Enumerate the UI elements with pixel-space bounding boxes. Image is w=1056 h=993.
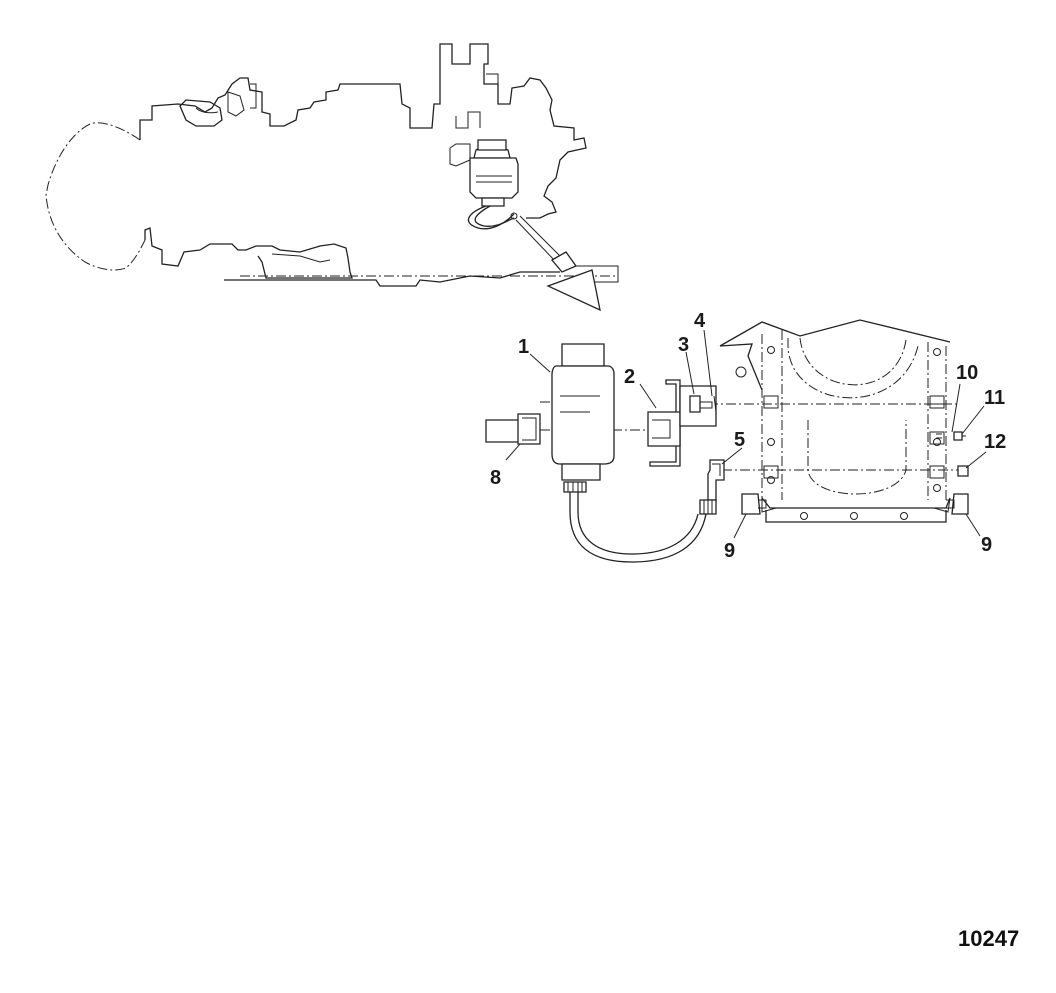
callout-12: 12 <box>984 431 1006 453</box>
callout-1: 1 <box>518 336 529 358</box>
callout-9-left: 9 <box>724 540 735 562</box>
adapter <box>679 385 717 427</box>
leader-lines <box>505 329 987 539</box>
fuel-hose <box>569 492 717 563</box>
engine-overview <box>45 43 619 312</box>
figure-number: 10247 <box>958 926 1019 951</box>
mounting-bolts <box>741 493 969 515</box>
fuel-filter <box>551 343 615 493</box>
elbow-fitting <box>707 459 725 501</box>
callouts: 1 2 3 4 5 8 9 9 10 11 12 <box>490 310 1006 562</box>
callout-5: 5 <box>734 429 745 451</box>
callout-4: 4 <box>694 310 706 332</box>
filter-wrench <box>485 413 541 445</box>
mounting-bracket <box>719 319 951 523</box>
callout-3: 3 <box>678 334 689 356</box>
small-fittings <box>934 403 969 477</box>
detail-assembly <box>485 319 987 563</box>
callout-9-right: 9 <box>981 534 992 556</box>
callout-8: 8 <box>490 467 501 489</box>
callout-10: 10 <box>956 362 978 384</box>
filter-bracket <box>647 379 681 467</box>
callout-2: 2 <box>624 366 635 388</box>
callout-11: 11 <box>984 387 1005 409</box>
